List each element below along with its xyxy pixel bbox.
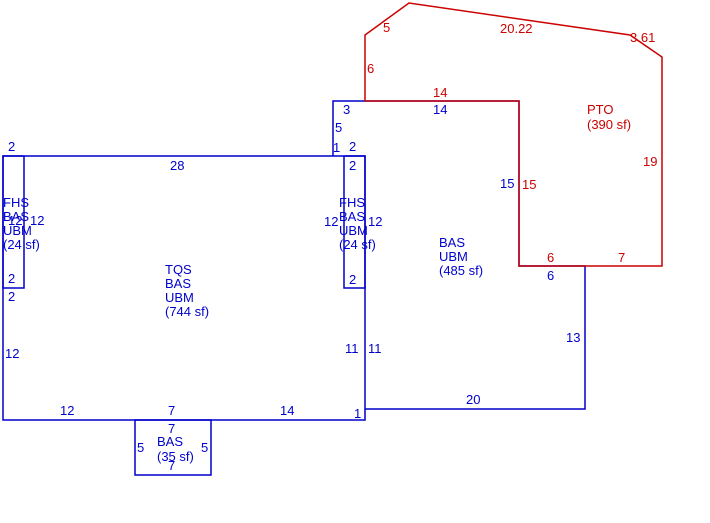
- fhs-right-line: BAS: [339, 209, 365, 224]
- porch-outline: [364, 2, 663, 267]
- dim-porch-14: 14: [433, 85, 447, 100]
- base-outlines: [2, 100, 586, 476]
- dim-add-bottom-20: 20: [466, 392, 480, 407]
- porch-area-line: (390 sf): [587, 117, 631, 132]
- dim-add-right-13: 13: [566, 330, 580, 345]
- addition-area-label: BAS UBM (485 sf): [439, 235, 483, 278]
- dim-small-left: 5: [137, 440, 144, 455]
- dim-fhs-left-side-b: 12: [30, 213, 44, 228]
- main-area-line: TQS: [165, 262, 192, 277]
- dim-main-corner-1: 1: [333, 140, 340, 155]
- dim-porch-20-22: 20.22: [500, 21, 533, 36]
- main-area-label: TQS BAS UBM (744 sf): [165, 262, 209, 319]
- fhs-right-line: (24 sf): [339, 237, 376, 252]
- dim-porch-19: 19: [643, 154, 657, 169]
- fhs-left-line: BAS: [3, 209, 29, 224]
- dim-small-bottom: 7: [168, 458, 175, 473]
- dim-main-bottom-right: 14: [280, 403, 294, 418]
- small-bas-outline: [134, 419, 212, 476]
- dim-small-top: 7: [168, 421, 175, 436]
- dim-main-right: 11: [345, 341, 359, 356]
- small-bas-line: BAS: [157, 434, 183, 449]
- fhs-left-label: FHS BAS UBM (24 sf): [3, 195, 40, 252]
- base-dimension-labels: 28 12 11 12 7 14 1 2 2 2 12 12 2 2 12 12…: [5, 102, 580, 473]
- dim-add-top-14: 14: [433, 102, 447, 117]
- dim-main-bottom-mid: 7: [168, 403, 175, 418]
- main-area-outline: [2, 155, 366, 421]
- fhs-right-line: UBM: [339, 223, 368, 238]
- fhs-left-line: FHS: [3, 195, 29, 210]
- dim-fhs-right-side-b: 12: [368, 214, 382, 229]
- fhs-left-line: UBM: [3, 223, 32, 238]
- dim-porch-7: 7: [618, 250, 625, 265]
- dim-porch-6: 6: [367, 61, 374, 76]
- porch-dimension-labels: 5 6 20.22 3.61 14 15 19 6 7: [367, 20, 657, 265]
- dim-fhs-right-corner: 2: [349, 139, 356, 154]
- dim-add-inner-15: 15: [500, 176, 514, 191]
- fhs-right-outline: [343, 155, 366, 289]
- main-area-line: UBM: [165, 290, 194, 305]
- dim-add-top-3: 3: [343, 102, 350, 117]
- dim-fhs-left-side-a: 12: [8, 213, 22, 228]
- dim-add-bottom-1: 1: [354, 406, 361, 421]
- fhs-right-line: FHS: [339, 195, 365, 210]
- dim-porch-15: 15: [522, 177, 536, 192]
- dim-main-top: 28: [170, 158, 184, 173]
- dim-add-step-6: 6: [547, 268, 554, 283]
- dim-add-left-5: 5: [335, 120, 342, 135]
- addition-area-line: (485 sf): [439, 263, 483, 278]
- small-bas-label: BAS (35 sf): [157, 434, 194, 464]
- dim-small-right: 5: [201, 440, 208, 455]
- dim-fhs-right-side-a: 12: [324, 214, 338, 229]
- porch-area-label: PTO (390 sf): [587, 102, 631, 132]
- main-area-line: BAS: [165, 276, 191, 291]
- dim-porch-5: 5: [383, 20, 390, 35]
- dim-main-bottom-left: 12: [60, 403, 74, 418]
- porch-area-line: PTO: [587, 102, 614, 117]
- addition-area-line: BAS: [439, 235, 465, 250]
- dim-porch-3-61: 3.61: [630, 30, 655, 45]
- dim-main-left: 12: [5, 346, 19, 361]
- fhs-right-label: FHS BAS UBM (24 sf): [339, 195, 376, 252]
- addition-area-line: UBM: [439, 249, 468, 264]
- dim-corner-top-left: 2: [8, 139, 15, 154]
- dim-fhs-right-bottom: 2: [349, 272, 356, 287]
- dim-porch-6b: 6: [547, 250, 554, 265]
- main-area-line: (744 sf): [165, 304, 209, 319]
- fhs-left-outline: [2, 155, 25, 289]
- dim-fhs-right-top: 2: [349, 158, 356, 173]
- fhs-left-line: (24 sf): [3, 237, 40, 252]
- dim-corner-below-left: 2: [8, 289, 15, 304]
- dim-fhs-left-bottom: 2: [8, 271, 15, 286]
- dim-add-left-11: 11: [368, 341, 382, 356]
- small-bas-line: (35 sf): [157, 449, 194, 464]
